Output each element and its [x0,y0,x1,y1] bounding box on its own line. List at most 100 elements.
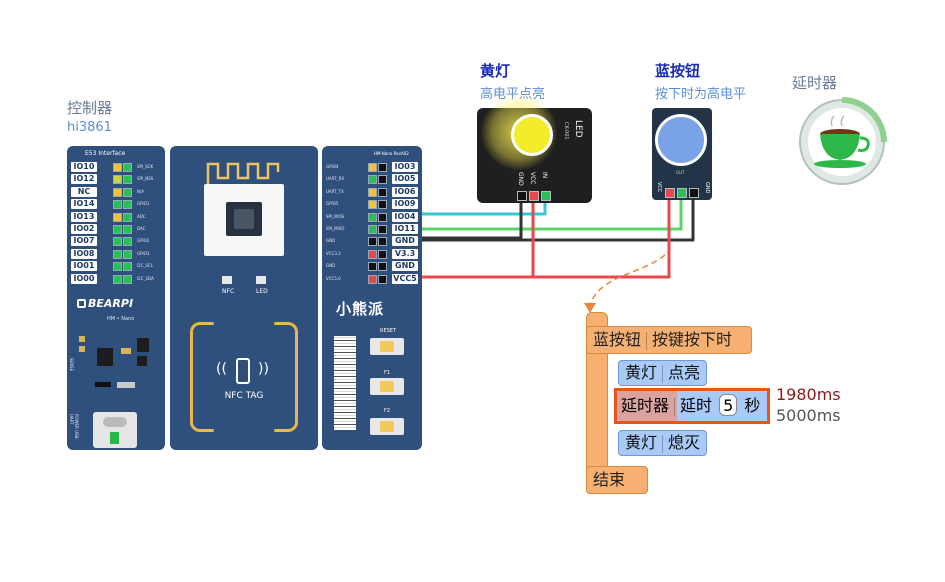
header-pin[interactable] [113,187,122,197]
revision-label: HM-Nano RevA02 [374,151,409,156]
led-label: LED [256,288,268,295]
button-module[interactable]: GUT VCC GND [652,108,712,200]
step-delay-action[interactable]: 延时 [680,396,713,415]
button-desc: 按下时为高电平 [655,87,747,102]
button-title: 蓝按钮 [655,62,701,80]
button-pin-out[interactable] [677,188,687,198]
header-pin[interactable] [368,262,377,272]
header-pin[interactable] [113,249,122,259]
led-module[interactable]: LED CK-001 GND VCC IN [477,94,592,203]
pin-signal-label: SPI_SCK [137,164,154,169]
bear-icon [77,299,86,308]
header-pin[interactable] [123,237,132,247]
pin-label: VCC5 [392,273,418,284]
header-pin[interactable] [123,212,132,222]
led-pin-in[interactable] [541,191,551,201]
pin-label: IO11 [392,224,418,234]
header-pin[interactable] [378,262,387,272]
header-pin[interactable] [123,249,132,259]
header-pin[interactable] [123,187,132,197]
pin-signal-label: GND [326,238,336,244]
header-pin[interactable] [123,175,132,185]
pin-signal-label: SPI_NSS [137,176,154,182]
led-pin-gnd[interactable] [517,191,527,201]
elapsed-time: 1980ms [776,385,841,404]
wire-button-gnd [392,194,695,242]
event-header[interactable]: 蓝按钮按键按下时 [586,326,752,354]
pin-label: NC [71,186,97,197]
event-block[interactable]: 蓝按钮按键按下时 结束 [586,312,752,494]
step-led-off-action[interactable]: 熄灭 [668,433,701,452]
event-trigger[interactable]: 按键按下时 [652,330,733,349]
delay-value-input[interactable]: 5 [719,394,738,416]
controller-title: 控制器 [67,99,113,117]
header-pin[interactable] [378,200,387,210]
nfc-waves-left-icon: (( [216,361,227,377]
reset-button[interactable] [370,338,404,355]
pin-label: IO08 [71,248,97,259]
header-pin[interactable] [378,225,387,234]
push-button[interactable] [655,114,707,166]
header-pin[interactable] [113,237,122,247]
step-led-off-device[interactable]: 黄灯 [625,433,658,452]
reset-label: RESET [380,328,397,334]
step-led-on-device[interactable]: 黄灯 [625,363,658,382]
led-pin-gnd-label: GND [517,172,524,186]
header-pin[interactable] [123,262,132,272]
led-component [256,276,266,284]
header-pin[interactable] [368,175,377,185]
e53-interface-label: E53 Interface [85,150,126,157]
header-pin[interactable] [378,274,387,284]
f1-button[interactable] [370,378,404,395]
header-pin[interactable] [368,249,377,259]
button-pin-gnd[interactable] [689,188,699,198]
button-pin-vcc[interactable] [665,188,675,198]
nfc-tag-label: NFC TAG [224,391,264,401]
header-pin[interactable] [113,225,122,234]
header-pin[interactable] [378,212,387,222]
header-pin[interactable] [123,274,132,284]
header-pin[interactable] [113,175,122,185]
teacup-icon [799,97,887,185]
pin-signal-label: GPIO4 [326,164,339,169]
header-pin[interactable] [123,225,132,234]
header-pin[interactable] [113,200,122,210]
header-pin[interactable] [368,274,377,284]
header-pin[interactable] [378,249,387,259]
header-pin[interactable] [368,163,377,172]
pin-label: IO07 [71,236,97,247]
wire-led-gnd [392,198,523,240]
step-delay[interactable]: 延时器延时 5 秒 [617,391,767,421]
led-pin-vcc[interactable] [529,191,539,201]
timer-title: 延时器 [792,74,838,92]
timer-device[interactable] [790,96,896,186]
header-pin[interactable] [378,163,387,172]
wire-button-vcc [392,194,671,279]
header-pin[interactable] [123,200,132,210]
button-model-label: GUT [676,170,685,175]
pin-signal-label: SPI_MOSI [326,213,345,219]
header-pin[interactable] [113,212,122,222]
nfc-waves-right-icon: )) [258,361,269,377]
header-pin[interactable] [378,187,387,197]
header-pin[interactable] [113,163,122,172]
power-led [110,432,119,444]
f2-button[interactable] [370,418,404,435]
header-pin[interactable] [368,187,377,197]
step-led-off[interactable]: 黄灯熄灭 [618,430,708,456]
header-pin[interactable] [368,200,377,210]
header-pin[interactable] [368,225,377,234]
header-pin[interactable] [378,175,387,185]
step-led-on[interactable]: 黄灯点亮 [618,360,708,386]
header-pin[interactable] [113,262,122,272]
event-device[interactable]: 蓝按钮 [593,330,642,349]
step-led-on-action[interactable]: 点亮 [668,363,701,382]
end-block[interactable]: 结束 [586,466,648,494]
header-pin[interactable] [113,274,122,284]
header-pin[interactable] [368,237,377,247]
header-pin[interactable] [123,163,132,172]
header-pin[interactable] [378,237,387,247]
header-pin[interactable] [368,212,377,222]
wire-led-in [392,198,547,216]
step-delay-device[interactable]: 延时器 [621,396,670,415]
